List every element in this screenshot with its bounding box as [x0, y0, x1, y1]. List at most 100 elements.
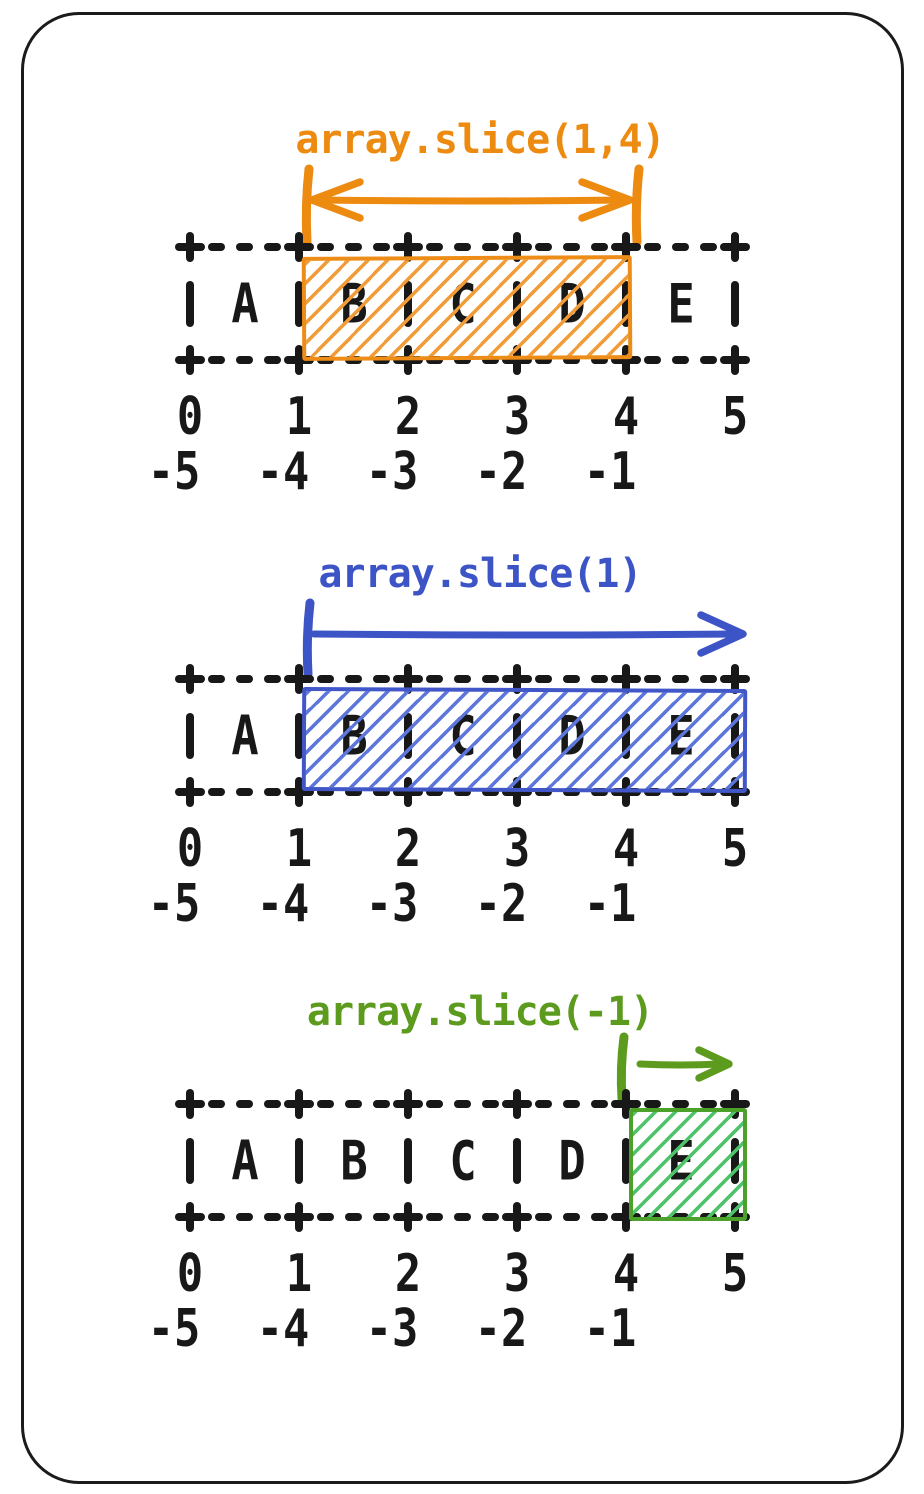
grid-plus — [502, 777, 532, 807]
grid-dash — [208, 1213, 225, 1221]
grid-dash — [700, 243, 717, 251]
index-label: 0 — [176, 819, 204, 879]
grid-plus — [284, 1202, 314, 1232]
grid-dash — [317, 788, 334, 796]
code-label-slice-1: array.slice(1) — [318, 551, 642, 597]
cell-separator — [186, 713, 194, 759]
negative-index-label: -4 — [256, 874, 310, 934]
grid-plus — [284, 232, 314, 262]
arrow-stroke — [616, 1032, 629, 1104]
negative-index-label: -2 — [474, 1299, 528, 1359]
grid-dash — [672, 356, 689, 364]
grid-plus — [502, 1089, 532, 1119]
grid-dash — [345, 788, 362, 796]
range-arrow — [302, 598, 747, 679]
grid-dash — [591, 356, 608, 364]
arrow-stroke — [631, 164, 644, 247]
grid-dash — [317, 243, 334, 251]
grid-plus — [393, 664, 423, 694]
negative-index-label: -4 — [256, 1299, 310, 1359]
grid-plus — [393, 232, 423, 262]
arrow-stroke — [697, 611, 747, 657]
index-label: 2 — [394, 387, 422, 447]
grid-dash — [482, 1100, 499, 1108]
index-label: 3 — [503, 819, 531, 879]
array-cell-label: B — [339, 1129, 368, 1193]
grid-dash — [373, 675, 390, 683]
negative-index-label: -2 — [474, 874, 528, 934]
grid-dash — [264, 243, 281, 251]
index-label: 1 — [285, 1244, 313, 1304]
index-label: 4 — [612, 819, 640, 879]
grid-plus — [175, 232, 205, 262]
grid-dash — [236, 788, 253, 796]
grid-plus — [175, 777, 205, 807]
section-slice-1: array.slice(1) ABCDE012345-5-4-3-2-1 — [0, 536, 924, 976]
negative-index-label: -3 — [365, 1299, 419, 1359]
negative-index-label: -1 — [583, 1299, 637, 1359]
grid-dash — [373, 1213, 390, 1221]
cell-separator — [186, 1138, 194, 1184]
grid-plus — [393, 1089, 423, 1119]
negative-index-label: -3 — [365, 874, 419, 934]
arrow-stroke — [315, 196, 627, 205]
grid-dash — [644, 675, 661, 683]
cell-separator — [404, 1138, 412, 1184]
grid-dash — [591, 675, 608, 683]
grid-dash — [482, 243, 499, 251]
grid-dash — [482, 788, 499, 796]
grid-plus — [284, 777, 314, 807]
cell-separator — [731, 281, 739, 327]
grid-plus — [720, 232, 750, 262]
grid-plus — [393, 777, 423, 807]
grid-dash — [563, 243, 580, 251]
grid-plus — [611, 1202, 641, 1232]
grid-dash — [208, 675, 225, 683]
grid-dash — [317, 1100, 334, 1108]
array-cell-label: D — [557, 1129, 586, 1193]
negative-index-label: -5 — [147, 442, 201, 502]
grid-dash — [317, 675, 334, 683]
array-cell-label: A — [230, 1129, 259, 1193]
grid-dash — [345, 675, 362, 683]
grid-dash — [591, 1213, 608, 1221]
grid-plus — [502, 1202, 532, 1232]
section-slice-1-4: array.slice(1,4) ABCDE012345-5-4-3-2-1 — [0, 102, 924, 542]
grid-plus — [611, 1089, 641, 1119]
array-cell-label: E — [666, 272, 695, 336]
grid-dash — [454, 1100, 471, 1108]
grid-dash — [426, 788, 443, 796]
grid-dash — [672, 675, 689, 683]
grid-dash — [535, 243, 552, 251]
arrow-stroke — [695, 1046, 733, 1082]
grid-dash — [208, 243, 225, 251]
cell-separator — [295, 1138, 303, 1184]
grid-plus — [611, 232, 641, 262]
figure-border — [21, 12, 904, 1484]
array-cell-label: A — [230, 272, 259, 336]
code-label-slice-neg-1: array.slice(-1) — [306, 989, 654, 1035]
index-label: 1 — [285, 819, 313, 879]
grid-dash — [208, 788, 225, 796]
array-cell-label: A — [230, 704, 259, 768]
index-label: 3 — [503, 387, 531, 447]
grid-plus — [284, 345, 314, 375]
range-arrow — [301, 164, 644, 247]
index-label: 5 — [721, 1244, 749, 1304]
grid-dash — [236, 675, 253, 683]
grid-dash — [482, 675, 499, 683]
arrow-stroke — [310, 630, 741, 639]
negative-index-label: -5 — [147, 874, 201, 934]
grid-dash — [373, 788, 390, 796]
arrow-stroke — [308, 178, 364, 222]
grid-dash — [672, 243, 689, 251]
grid-dash — [426, 1100, 443, 1108]
grid-dash — [563, 675, 580, 683]
grid-plus — [502, 232, 532, 262]
negative-index-label: -1 — [583, 442, 637, 502]
grid-dash — [236, 1100, 253, 1108]
index-label: 0 — [176, 1244, 204, 1304]
grid-dash — [236, 356, 253, 364]
grid-dash — [426, 1213, 443, 1221]
grid-plus — [175, 1202, 205, 1232]
